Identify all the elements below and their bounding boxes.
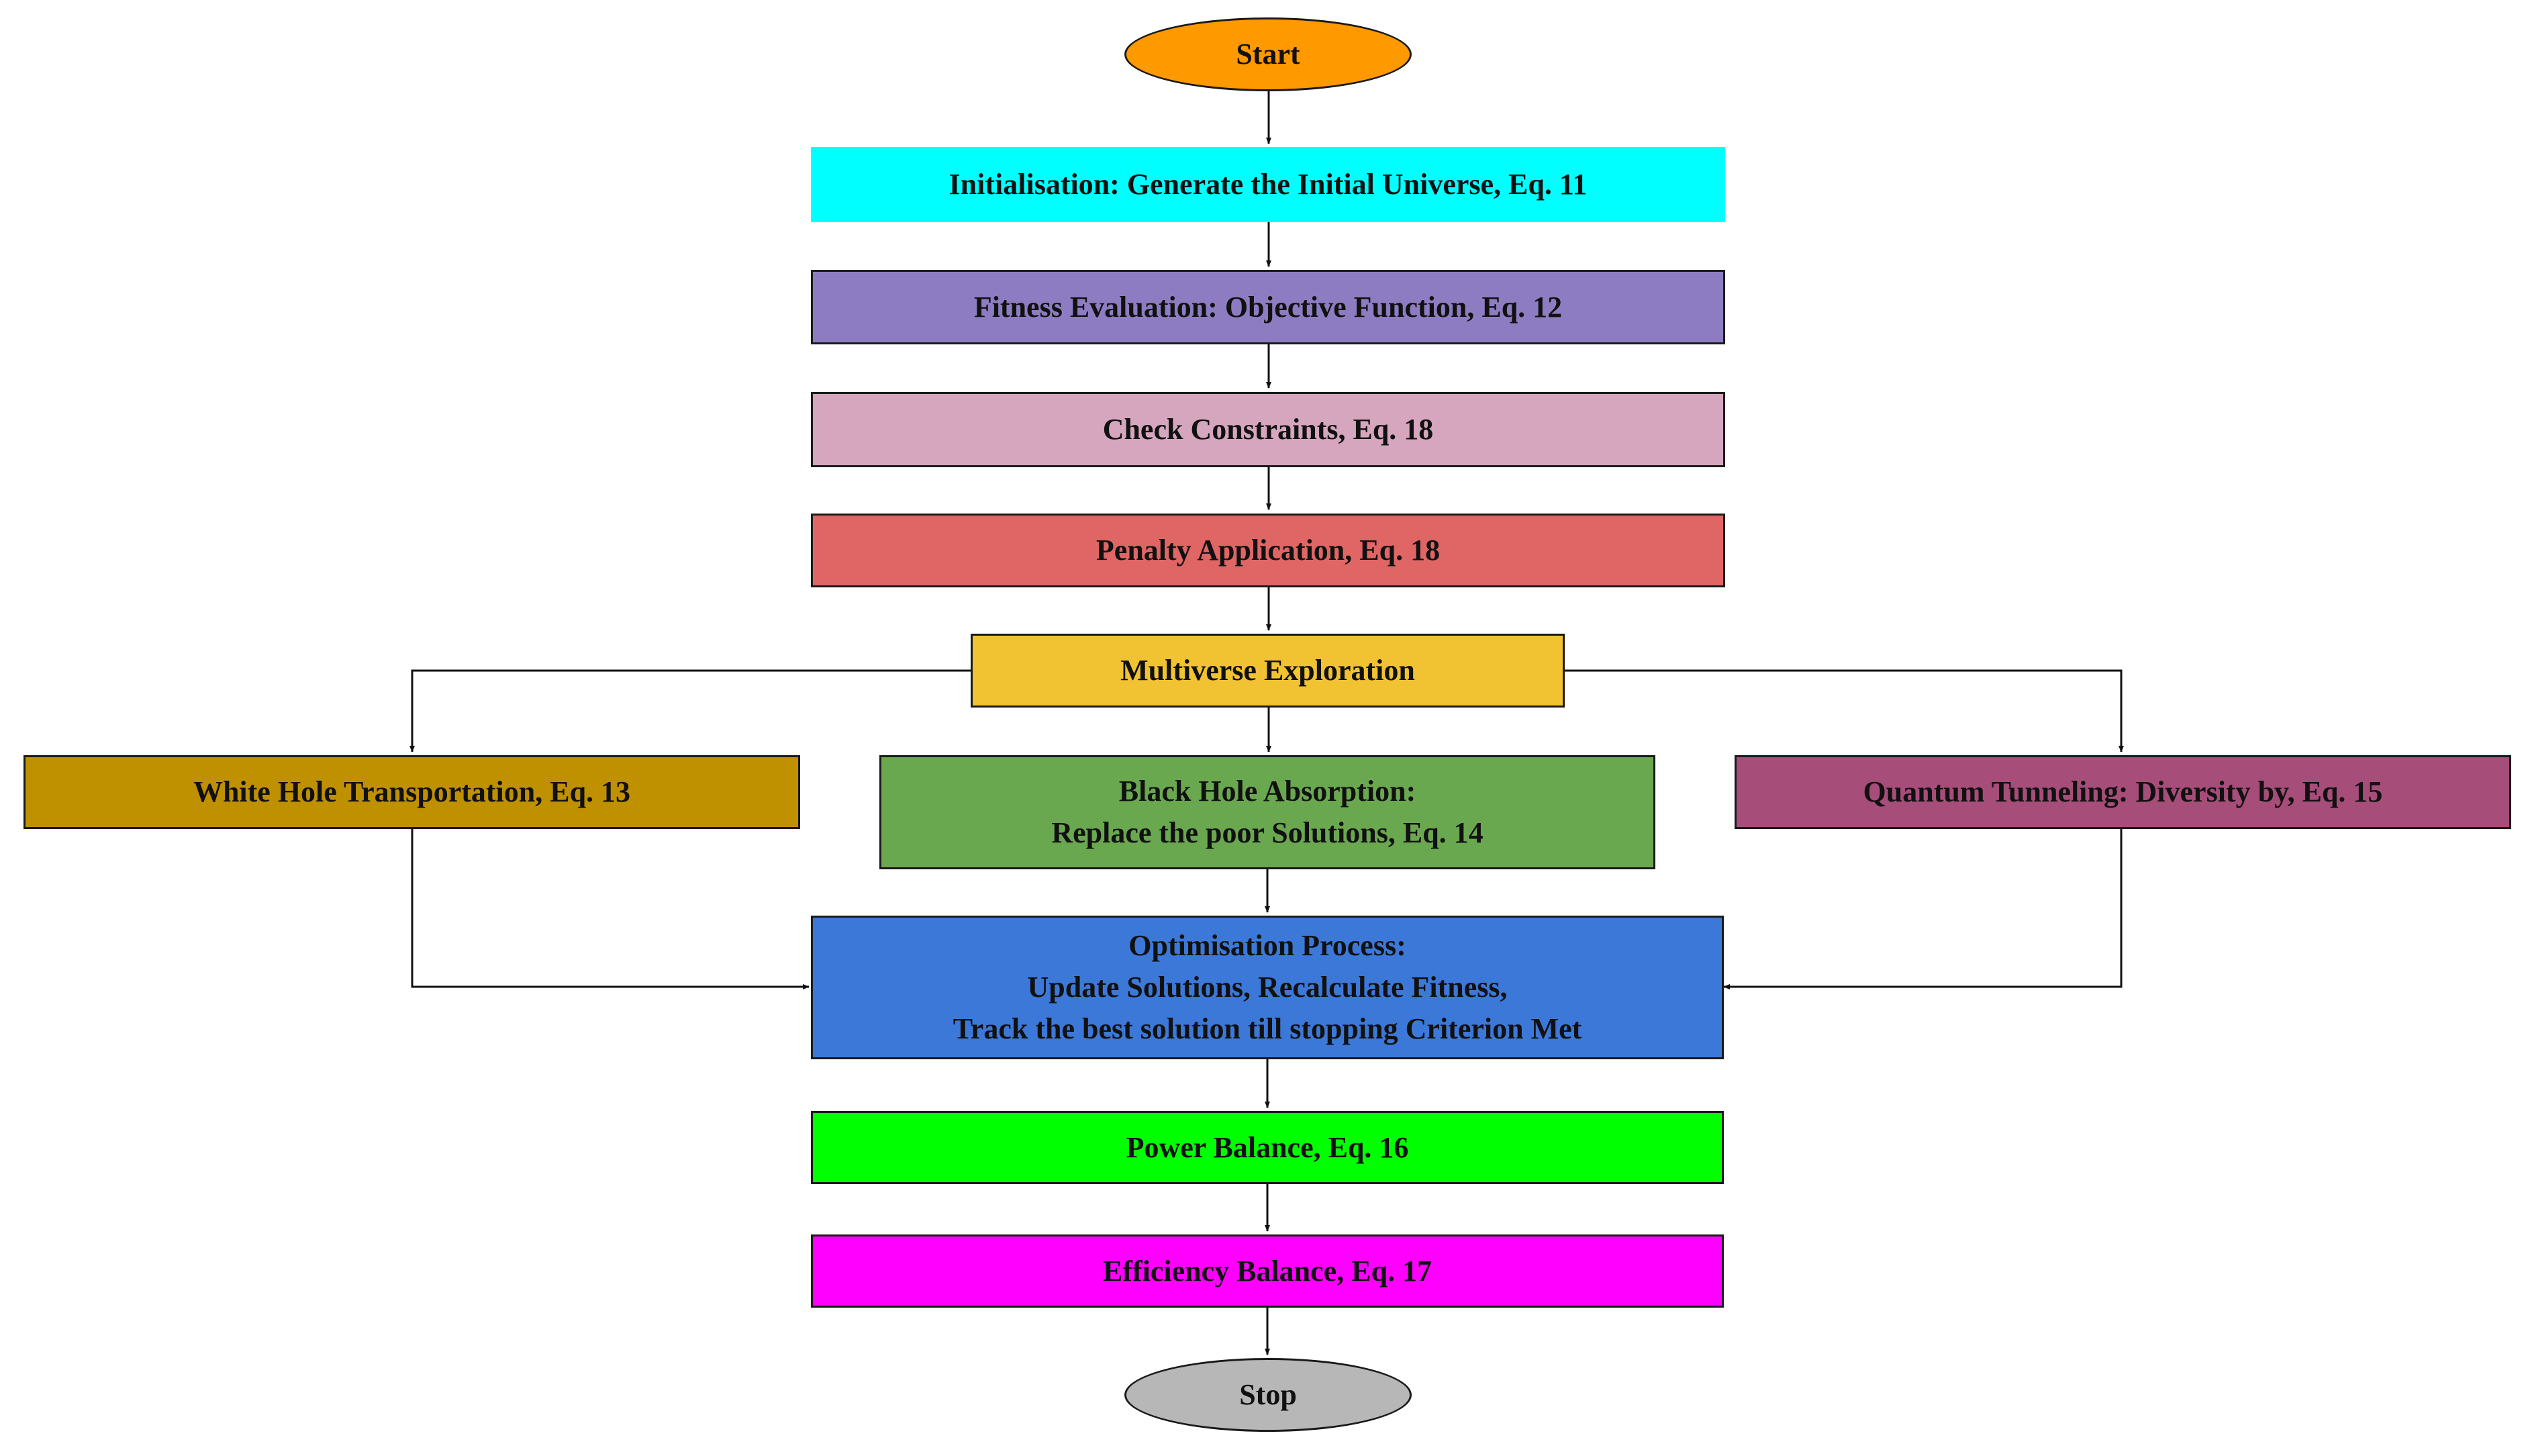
check-constraints-node: Check Constraints, Eq. 18 [811, 392, 1725, 467]
white-hole-node: White Hole Transportation, Eq. 13 [23, 755, 800, 829]
fitness-evaluation-label: Fitness Evaluation: Objective Function, … [973, 290, 1563, 324]
initialisation-label: Initialisation: Generate the Initial Uni… [949, 168, 1588, 201]
optimisation-process-node: Optimisation Process: Update Solutions, … [811, 916, 1724, 1059]
fitness-evaluation-node: Fitness Evaluation: Objective Function, … [811, 270, 1725, 344]
start-label: Start [1236, 38, 1300, 70]
arrow-white-hole-to-optimisation [411, 829, 810, 989]
stop-node: Stop [1124, 1358, 1412, 1432]
optimisation-label-line3: Track the best solution till stopping Cr… [953, 1012, 1582, 1045]
arrow-multiverse-to-white-hole [409, 669, 971, 753]
start-node: Start [1124, 17, 1412, 91]
arrow-quantum-to-optimisation [1723, 829, 2123, 989]
initialisation-node: Initialisation: Generate the Initial Uni… [811, 147, 1725, 222]
multiverse-exploration-node: Multiverse Exploration [971, 634, 1565, 708]
penalty-application-label: Penalty Application, Eq. 18 [1096, 534, 1441, 567]
black-hole-node: Black Hole Absorption: Replace the poor … [879, 755, 1655, 869]
optimisation-label-line1: Optimisation Process: [1128, 929, 1406, 962]
black-hole-label-line2: Replace the poor Solutions, Eq. 14 [1051, 816, 1484, 849]
power-balance-label: Power Balance, Eq. 16 [1126, 1130, 1409, 1164]
stop-label: Stop [1239, 1378, 1297, 1411]
check-constraints-label: Check Constraints, Eq. 18 [1102, 413, 1434, 446]
optimisation-label-line2: Update Solutions, Recalculate Fitness, [1027, 971, 1508, 1004]
white-hole-label: White Hole Transportation, Eq. 13 [193, 775, 631, 808]
arrow-multiverse-to-quantum [1565, 669, 2124, 753]
efficiency-balance-node: Efficiency Balance, Eq. 17 [811, 1234, 1724, 1308]
black-hole-label-line1: Black Hole Absorption: [1118, 775, 1416, 808]
quantum-tunneling-node: Quantum Tunneling: Diversity by, Eq. 15 [1735, 755, 2511, 829]
penalty-application-node: Penalty Application, Eq. 18 [811, 514, 1725, 587]
power-balance-node: Power Balance, Eq. 16 [811, 1111, 1724, 1184]
efficiency-balance-label: Efficiency Balance, Eq. 17 [1102, 1254, 1432, 1288]
multiverse-exploration-label: Multiverse Exploration [1120, 654, 1415, 687]
quantum-tunneling-label: Quantum Tunneling: Diversity by, Eq. 15 [1863, 775, 2383, 808]
